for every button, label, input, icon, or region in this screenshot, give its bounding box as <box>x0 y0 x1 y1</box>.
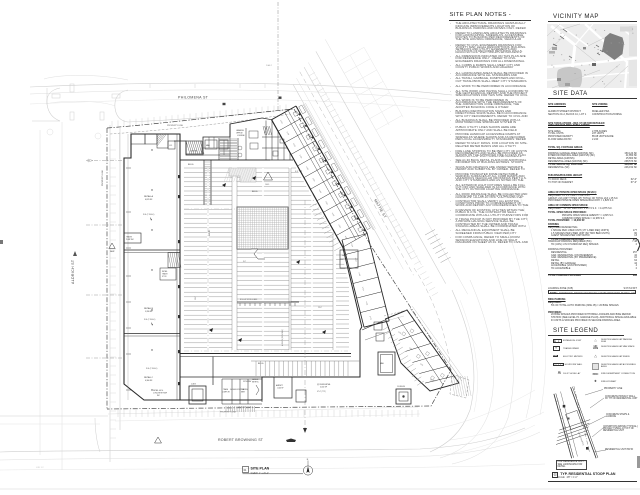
svg-text:U-D1: U-D1 <box>419 363 423 367</box>
svg-text:RETAIL C: RETAIL C <box>144 376 154 379</box>
svg-text:8'-0": 8'-0" <box>243 261 246 263</box>
svg-text:U-C2: U-C2 <box>361 287 364 291</box>
svg-text:CLB IN: CLB IN <box>191 384 196 386</box>
svg-text:ROLL-UP DOOR & GATE: ROLL-UP DOOR & GATE <box>240 298 257 301</box>
svg-text:U-E3: U-E3 <box>305 166 309 170</box>
svg-text:PROPERTY LINE: PROPERTY LINE <box>167 125 184 127</box>
svg-text:DETAIL 4&2 &: DETAIL 4&2 & <box>153 389 164 392</box>
svg-text:CB/UNIT: CB/UNIT <box>430 379 436 383</box>
svg-text:67'-0" (TYP): 67'-0" (TYP) <box>317 391 326 393</box>
svg-text:LOUNGE: LOUNGE <box>237 135 245 137</box>
svg-text:LVL P1: LVL P1 <box>209 229 211 236</box>
svg-text:SITE PLAN: SITE PLAN <box>251 467 270 471</box>
svg-text:01: 01 <box>244 468 247 472</box>
svg-text:ROBERT BROWNING ST: ROBERT BROWNING ST <box>218 438 264 442</box>
svg-text:LEASING: LEASING <box>236 129 244 132</box>
svg-text:8'-0" TYP: 8'-0" TYP <box>295 171 303 173</box>
svg-text:W.E. (P 2000.0): W.E. (P 2000.0) <box>144 319 156 321</box>
svg-text:L1.5: L1.5 <box>169 145 172 147</box>
svg-text:104.5: 104.5 <box>265 184 269 186</box>
svg-text:TRASH: TRASH <box>223 388 228 391</box>
svg-text:U-E3: U-E3 <box>324 201 328 205</box>
svg-text:U-C2: U-C2 <box>354 258 357 262</box>
svg-text:U-E3: U-E3 <box>279 120 283 124</box>
svg-text:BLDG: BLDG <box>188 164 194 166</box>
svg-text:PROPERTY LINE: PROPERTY LINE <box>102 169 104 186</box>
svg-text:4,300 SF: 4,300 SF <box>320 386 327 388</box>
svg-text:MAINT: MAINT <box>342 254 347 257</box>
svg-text:24'-0": 24'-0" <box>318 307 322 309</box>
svg-text:N: N <box>307 459 309 461</box>
svg-text:RETAIL A: RETAIL A <box>144 195 154 198</box>
svg-text:SCALE: 1" = 20'-0": SCALE: 1" = 20'-0" <box>251 472 270 475</box>
svg-text:PROPERTY LINE: PROPERTY LINE <box>220 412 237 414</box>
svg-text:MEET: MEET <box>241 391 245 393</box>
svg-text:5,280 SF: 5,280 SF <box>145 311 153 313</box>
svg-text:LOD 1.2: LOD 1.2 <box>36 467 44 469</box>
svg-text:CLUB HS: CLUB HS <box>397 386 406 388</box>
svg-text:U-E3: U-E3 <box>312 178 316 182</box>
svg-text:24'-0": 24'-0" <box>195 296 197 300</box>
svg-text:TRASH: TRASH <box>162 272 168 275</box>
svg-text:MATTIE ST: MATTIE ST <box>373 199 387 220</box>
svg-text:U-E3: U-E3 <box>331 213 335 217</box>
svg-text:1,546 SF: 1,546 SF <box>277 387 283 389</box>
svg-text:(2) RESIDENTIAL: (2) RESIDENTIAL <box>317 383 331 386</box>
svg-text:U-D1: U-D1 <box>397 331 401 335</box>
svg-text:6,870 SF: 6,870 SF <box>145 199 153 201</box>
svg-text:OFFICE: OFFICE <box>236 132 243 134</box>
svg-text:U-C2: U-C2 <box>350 243 353 247</box>
svg-text:COMPCTR: COMPCTR <box>222 391 230 393</box>
svg-text:W.E. (P 2000.0): W.E. (P 2000.0) <box>143 214 155 216</box>
svg-text:MAIL: MAIL <box>380 362 384 365</box>
svg-text:PROPERTY LINE: PROPERTY LINE <box>238 407 252 409</box>
svg-text:CONCRETE PUMP: CONCRETE PUMP <box>153 392 167 394</box>
svg-text:RETAIL B: RETAIL B <box>144 307 154 310</box>
svg-text:4,300 SF: 4,300 SF <box>145 380 153 382</box>
svg-text:U-C2: U-C2 <box>357 272 360 276</box>
svg-text:RM: RM <box>157 395 160 397</box>
svg-text:DRIVEWAY: DRIVEWAY <box>243 380 252 383</box>
svg-text:24A-2: 24A-2 <box>266 64 273 67</box>
svg-text:STOR: STOR <box>162 276 167 278</box>
svg-text:U-E3: U-E3 <box>292 143 296 147</box>
svg-text:ST: ST <box>264 132 266 134</box>
svg-text:GARAGE ENTRY A: GARAGE ENTRY A <box>230 388 245 391</box>
svg-text:AMENITY: AMENITY <box>276 384 284 387</box>
svg-text:MAIL: MAIL <box>206 144 210 147</box>
svg-text:GARAGE: GARAGE <box>252 378 258 381</box>
svg-text:ALDRICH ST: ALDRICH ST <box>71 259 75 284</box>
svg-text:U-E3: U-E3 <box>344 236 348 240</box>
svg-text:U-C2: U-C2 <box>369 316 372 320</box>
svg-text:RAMP: RAMP <box>110 250 115 253</box>
svg-text:U-E3: U-E3 <box>299 155 303 159</box>
svg-text:U-E3: U-E3 <box>286 132 290 136</box>
svg-text:RETAIL: RETAIL <box>162 270 168 273</box>
svg-text:TRASH/: TRASH/ <box>126 236 132 239</box>
svg-text:U-E3: U-E3 <box>318 189 322 193</box>
svg-text:U-D1: U-D1 <box>408 347 412 351</box>
svg-text:ENTRY A: ENTRY A <box>252 380 258 383</box>
svg-text:U-C2: U-C2 <box>365 301 368 305</box>
svg-text:W.E. (P 2000.0): W.E. (P 2000.0) <box>146 368 158 370</box>
svg-text:COM RM: COM RM <box>190 151 198 153</box>
svg-text:PATIO (PRIVATE): PATIO (PRIVATE) <box>577 431 585 446</box>
svg-text:PUMP RM: PUMP RM <box>126 239 134 241</box>
svg-text:U-E3: U-E3 <box>337 224 341 228</box>
svg-text:ALDRICH (DRIVEWAY): ALDRICH (DRIVEWAY) <box>281 329 284 346</box>
svg-text:LEASING: LEASING <box>241 388 248 391</box>
svg-text:BLDG: BLDG <box>252 191 258 193</box>
svg-text:BLDG: BLDG <box>258 363 264 365</box>
svg-text:PHILOMENA ST: PHILOMENA ST <box>178 96 209 100</box>
